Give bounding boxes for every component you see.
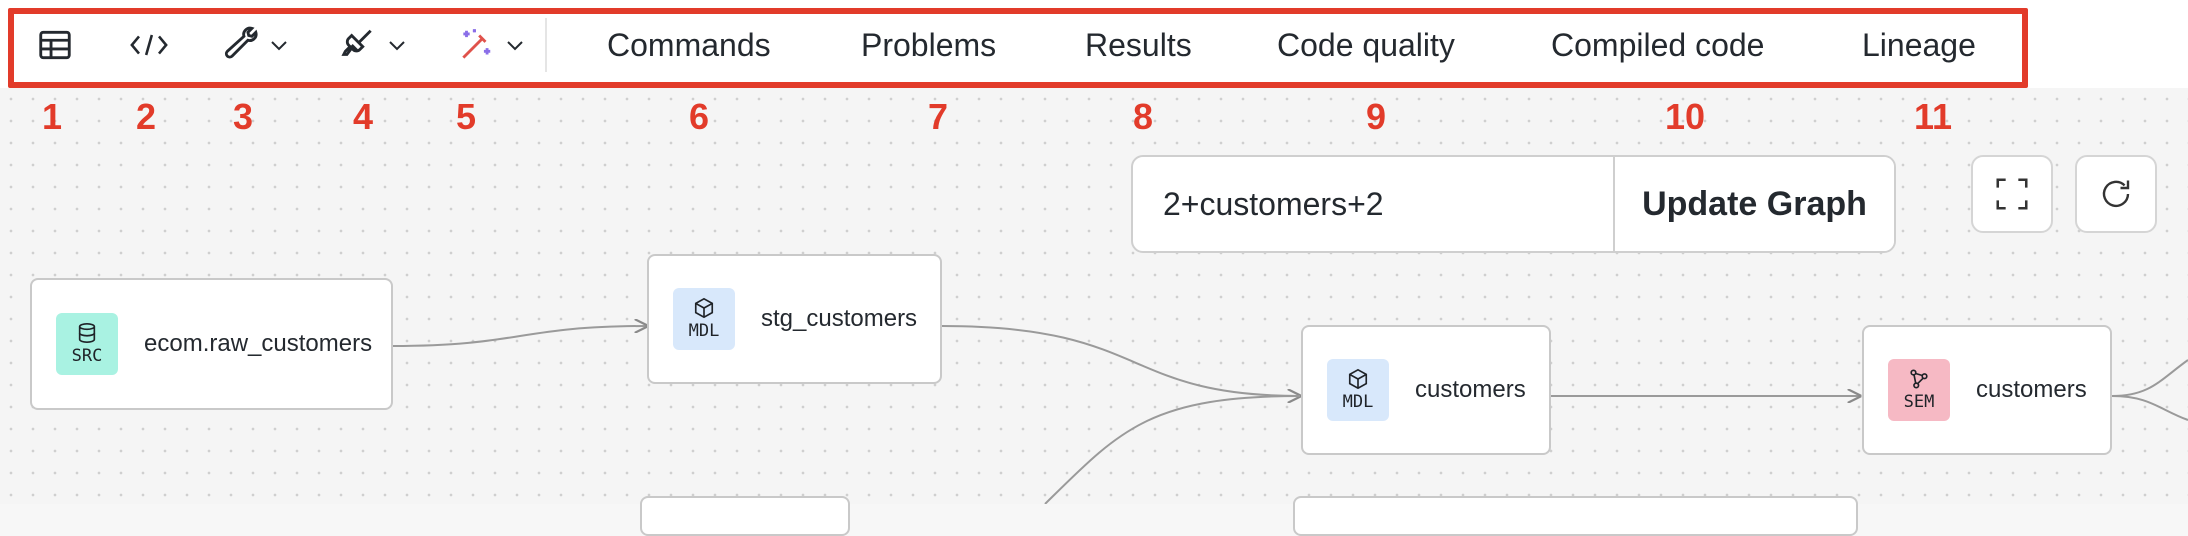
tab-results[interactable]: Results xyxy=(1085,27,1192,63)
chevron-down-icon xyxy=(506,41,523,51)
broom-icon xyxy=(340,29,372,56)
badge-text: MDL xyxy=(1342,392,1374,412)
lineage-node-raw-customers[interactable]: SRC ecom.raw_customers xyxy=(30,278,393,410)
fullscreen-icon xyxy=(1996,178,2028,210)
database-icon xyxy=(78,323,96,343)
annotation-number-10: 10 xyxy=(1664,96,1706,137)
annotation-number-2: 2 xyxy=(135,96,157,137)
magic-wand-icon xyxy=(461,29,490,59)
annotation-number-6: 6 xyxy=(688,96,710,137)
share-nodes-icon xyxy=(1910,369,1928,389)
table-icon xyxy=(39,30,71,60)
refresh-button[interactable] xyxy=(2075,155,2157,233)
tab-problems[interactable]: Problems xyxy=(861,27,997,63)
lineage-node-stg-customers[interactable]: MDL stg_customers xyxy=(647,254,942,384)
cube-icon xyxy=(1348,368,1368,390)
tab-code-quality[interactable]: Code quality xyxy=(1277,27,1455,63)
annotation-number-8: 8 xyxy=(1132,96,1154,137)
node-label: stg_customers xyxy=(761,305,918,332)
lineage-selector: Update Graph xyxy=(1131,155,1896,253)
annotation-number-9: 9 xyxy=(1365,96,1387,137)
cube-icon xyxy=(694,297,714,319)
lineage-node-customers-model[interactable]: MDL customers xyxy=(1301,325,1551,455)
lineage-node-partial[interactable] xyxy=(640,496,850,536)
code-icon xyxy=(130,34,168,56)
toolbar-divider xyxy=(545,18,547,72)
chevron-down-icon xyxy=(270,41,287,51)
annotation-number-11: 11 xyxy=(1913,96,1953,137)
badge-text: SEM xyxy=(1903,392,1935,412)
model-badge: MDL xyxy=(1327,359,1389,421)
annotation-number-7: 7 xyxy=(927,96,949,137)
table-button[interactable] xyxy=(32,20,78,70)
lineage-node-customers-semantic[interactable]: SEM customers xyxy=(1862,325,2112,455)
wrench-icon xyxy=(224,26,258,59)
fullscreen-button[interactable] xyxy=(1971,155,2053,233)
tab-commands[interactable]: Commands xyxy=(607,27,771,63)
annotation-number-4: 4 xyxy=(352,96,374,137)
update-graph-button[interactable]: Update Graph xyxy=(1613,157,1894,251)
annotation-number-3: 3 xyxy=(232,96,254,137)
node-label: ecom.raw_customers xyxy=(144,330,373,357)
model-badge: MDL xyxy=(673,288,735,350)
magic-wand-dropdown[interactable] xyxy=(448,20,533,70)
annotation-number-1: 1 xyxy=(41,96,63,137)
badge-text: SRC xyxy=(71,346,103,366)
tab-compiled-code[interactable]: Compiled code xyxy=(1551,27,1765,63)
refresh-icon xyxy=(2102,180,2130,207)
node-label: customers xyxy=(1415,376,1526,403)
node-label: customers xyxy=(1976,376,2087,403)
broom-dropdown[interactable] xyxy=(330,20,415,70)
badge-text: MDL xyxy=(688,321,720,341)
wrench-dropdown[interactable] xyxy=(212,20,297,70)
semantic-badge: SEM xyxy=(1888,359,1950,421)
ide-toolbar: Commands Problems Results Code quality C… xyxy=(0,0,2188,88)
tab-lineage[interactable]: Lineage xyxy=(1862,27,1976,63)
chevron-down-icon xyxy=(388,41,405,51)
source-badge: SRC xyxy=(56,313,118,375)
annotation-number-5: 5 xyxy=(455,96,477,137)
lineage-selector-input[interactable] xyxy=(1133,157,1613,251)
code-button[interactable] xyxy=(126,20,172,70)
lineage-node-partial[interactable] xyxy=(1293,496,1858,536)
